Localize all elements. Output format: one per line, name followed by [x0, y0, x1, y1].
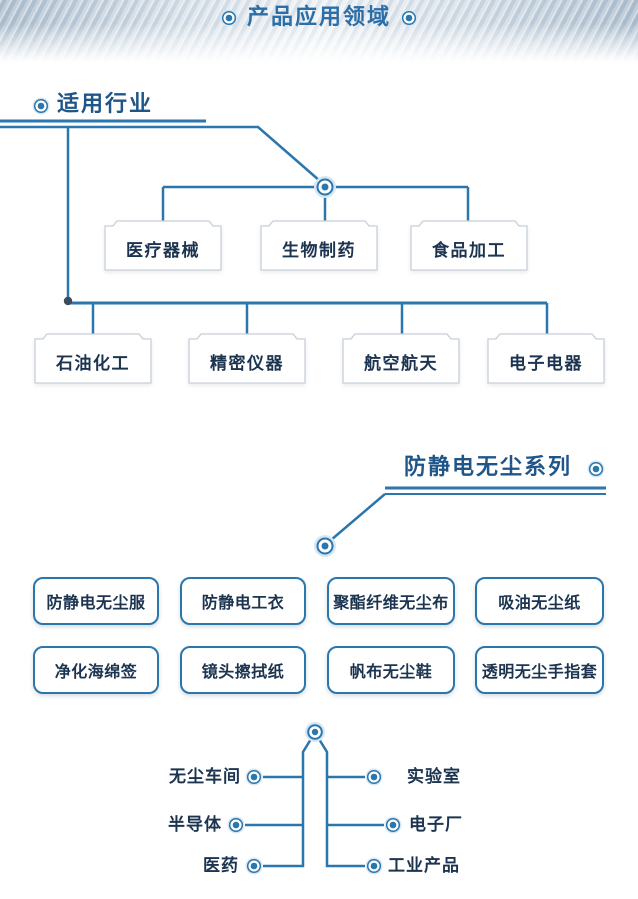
industry-label: 石油化工	[56, 354, 130, 374]
industry-box: 航空航天	[342, 333, 460, 384]
industry-box: 生物制药	[260, 220, 378, 271]
industry-box-frame	[34, 333, 152, 384]
industry-box: 食品加工	[410, 220, 528, 271]
application-label: 半导体	[168, 815, 222, 835]
product-label: 帆布无尘鞋	[349, 662, 433, 681]
target-icon	[365, 857, 383, 875]
section-title-industries: 适用行业	[57, 92, 154, 117]
target-icon	[587, 460, 605, 478]
section-title-series: 防静电无尘系列	[404, 455, 573, 480]
target-icon	[32, 97, 50, 115]
industry-label: 电子电器	[509, 354, 583, 374]
product-label: 防静电工衣	[201, 593, 285, 612]
industry-box: 精密仪器	[188, 333, 306, 384]
industry-box: 医疗器械	[104, 220, 222, 271]
industry-box-frame	[487, 333, 605, 384]
application-label: 工业产品	[388, 856, 460, 876]
product-label: 聚酯纤维无尘布	[333, 593, 449, 612]
industry-box: 石油化工	[34, 333, 152, 384]
product-box: 净化海绵签	[33, 646, 159, 694]
product-box: 防静电无尘服	[33, 577, 159, 625]
industry-label: 医疗器械	[126, 241, 200, 261]
header-banner: 产品应用领域	[0, 0, 638, 62]
series-connector	[330, 493, 386, 541]
product-box: 透明无尘手指套	[475, 646, 604, 694]
industry-label: 精密仪器	[210, 354, 284, 374]
industries-connector	[0, 125, 321, 182]
product-box: 吸油无尘纸	[475, 577, 604, 625]
junction-dot	[63, 296, 73, 306]
application-label: 医药	[203, 856, 239, 876]
product-label: 镜头擦拭纸	[201, 662, 285, 681]
industry-box-frame	[260, 220, 378, 271]
product-box: 防静电工衣	[180, 577, 306, 625]
target-icon	[220, 9, 238, 27]
industry-box: 电子电器	[487, 333, 605, 384]
target-icon	[384, 816, 402, 834]
node-icon	[305, 722, 325, 742]
application-label: 实验室	[407, 767, 461, 787]
product-label: 透明无尘手指套	[481, 662, 598, 681]
industry-label: 食品加工	[432, 241, 506, 261]
product-box: 聚酯纤维无尘布	[327, 577, 455, 625]
product-label: 防静电无尘服	[46, 593, 146, 612]
target-icon	[227, 816, 245, 834]
tree-left-stem	[263, 738, 313, 868]
node-icon	[314, 535, 336, 557]
target-icon	[245, 768, 263, 786]
application-label: 电子厂	[409, 815, 463, 835]
product-label: 净化海绵签	[54, 662, 138, 681]
tree-right-stem	[317, 738, 365, 868]
target-icon	[245, 857, 263, 875]
industry-label: 航空航天	[364, 354, 438, 374]
industry-box-frame	[342, 333, 460, 384]
application-label: 无尘车间	[169, 767, 241, 787]
industry-box-frame	[410, 220, 528, 271]
node-icon	[314, 176, 336, 198]
product-box: 镜头擦拭纸	[180, 646, 306, 694]
target-icon	[400, 9, 418, 27]
product-box: 帆布无尘鞋	[327, 646, 455, 694]
page-title: 产品应用领域	[0, 3, 638, 33]
industry-label: 生物制药	[282, 241, 356, 261]
page-title-text: 产品应用领域	[246, 5, 391, 30]
industry-box-frame	[188, 333, 306, 384]
product-label: 吸油无尘纸	[498, 593, 581, 612]
target-icon	[365, 768, 383, 786]
industry-box-frame	[104, 220, 222, 271]
